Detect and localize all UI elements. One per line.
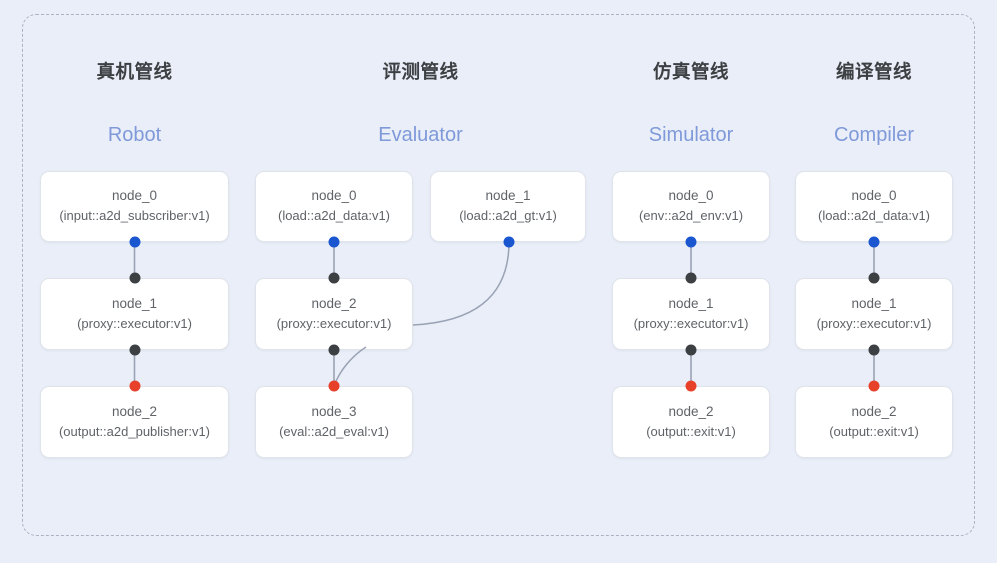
node-title: node_0 (111, 188, 158, 204)
column-subtitle-compiler: Compiler (795, 124, 953, 147)
node-evaluator-2[interactable]: node_2 (proxy::executor:v1) (255, 278, 413, 350)
column-title-cn-compiler: 编译管线 (835, 61, 912, 82)
column-header-evaluator: 评测管线 (255, 58, 586, 84)
node-subtitle: (proxy::executor:v1) (77, 315, 192, 331)
node-title: node_2 (851, 403, 897, 419)
port-input-evaluator-3[interactable] (328, 380, 340, 392)
node-evaluator-0[interactable]: node_0 (load::a2d_data:v1) (255, 171, 413, 242)
port-output-robot-1[interactable] (129, 344, 140, 356)
node-subtitle: (load::a2d_data:v1) (817, 208, 931, 224)
column-title-en-simulator: Simulator (648, 124, 734, 146)
node-robot-1[interactable]: node_1 (proxy::executor:v1) (40, 278, 229, 350)
column-title-en-robot: Robot (107, 124, 162, 146)
column-header-simulator: 仿真管线 (612, 58, 770, 84)
port-input-robot-2[interactable] (129, 380, 140, 392)
port-input-compiler-2[interactable] (868, 380, 880, 392)
node-simulator-0[interactable]: node_0 (env::a2d_env:v1) (612, 171, 770, 242)
node-subtitle: (proxy::executor:v1) (276, 315, 392, 331)
pipeline-group-frame (22, 14, 975, 536)
column-title-cn-robot: 真机管线 (96, 61, 173, 82)
port-output-evaluator-2[interactable] (328, 344, 340, 356)
node-subtitle: (output::a2d_publisher:v1) (58, 423, 211, 439)
column-title-cn-simulator: 仿真管线 (652, 61, 729, 82)
port-output-robot-0[interactable] (129, 236, 140, 248)
node-subtitle: (load::a2d_gt:v1) (459, 208, 557, 224)
column-header-compiler: 编译管线 (795, 58, 953, 84)
node-evaluator-1[interactable]: node_1 (load::a2d_gt:v1) (430, 171, 586, 242)
node-subtitle: (output::exit:v1) (829, 423, 919, 439)
node-simulator-2[interactable]: node_2 (output::exit:v1) (612, 386, 770, 458)
node-subtitle: (env::a2d_env:v1) (638, 208, 744, 224)
port-input-simulator-1[interactable] (685, 272, 697, 284)
port-input-evaluator-2[interactable] (328, 272, 340, 284)
node-title: node_1 (668, 295, 714, 311)
column-header-robot: 真机管线 (40, 58, 229, 84)
port-input-simulator-2[interactable] (685, 380, 697, 392)
node-compiler-1[interactable]: node_1 (proxy::executor:v1) (795, 278, 953, 350)
node-subtitle: (proxy::executor:v1) (633, 315, 749, 331)
node-subtitle: (proxy::executor:v1) (816, 315, 932, 331)
node-compiler-0[interactable]: node_0 (load::a2d_data:v1) (795, 171, 953, 242)
node-title: node_0 (311, 188, 357, 204)
port-output-evaluator-0[interactable] (328, 236, 340, 248)
port-output-compiler-1[interactable] (868, 344, 880, 356)
node-title: node_1 (851, 295, 897, 311)
column-title-en-compiler: Compiler (833, 124, 915, 146)
node-subtitle: (eval::a2d_eval:v1) (279, 423, 389, 439)
column-subtitle-robot: Robot (40, 124, 229, 147)
port-input-robot-1[interactable] (129, 272, 140, 284)
column-title-cn-evaluator: 评测管线 (382, 61, 459, 82)
node-title: node_0 (851, 188, 897, 204)
node-title: node_2 (668, 403, 714, 419)
column-subtitle-evaluator: Evaluator (255, 124, 586, 147)
node-title: node_0 (668, 188, 714, 204)
node-simulator-1[interactable]: node_1 (proxy::executor:v1) (612, 278, 770, 350)
node-title: node_2 (311, 295, 357, 311)
node-robot-2[interactable]: node_2 (output::a2d_publisher:v1) (40, 386, 229, 458)
port-input-compiler-1[interactable] (868, 272, 880, 284)
port-output-evaluator-1[interactable] (503, 236, 515, 248)
port-output-compiler-0[interactable] (868, 236, 880, 248)
column-subtitle-simulator: Simulator (612, 124, 770, 147)
column-title-en-evaluator: Evaluator (378, 124, 463, 146)
node-compiler-2[interactable]: node_2 (output::exit:v1) (795, 386, 953, 458)
node-title: node_3 (311, 403, 357, 419)
node-subtitle: (input::a2d_subscriber:v1) (59, 208, 210, 224)
node-evaluator-3[interactable]: node_3 (eval::a2d_eval:v1) (255, 386, 413, 458)
node-subtitle: (output::exit:v1) (646, 423, 736, 439)
port-output-simulator-0[interactable] (685, 236, 697, 248)
node-title: node_1 (111, 295, 158, 311)
node-title: node_2 (111, 403, 158, 419)
port-output-simulator-1[interactable] (685, 344, 697, 356)
node-title: node_1 (485, 188, 531, 204)
node-subtitle: (load::a2d_data:v1) (277, 208, 391, 224)
node-robot-0[interactable]: node_0 (input::a2d_subscriber:v1) (40, 171, 229, 242)
